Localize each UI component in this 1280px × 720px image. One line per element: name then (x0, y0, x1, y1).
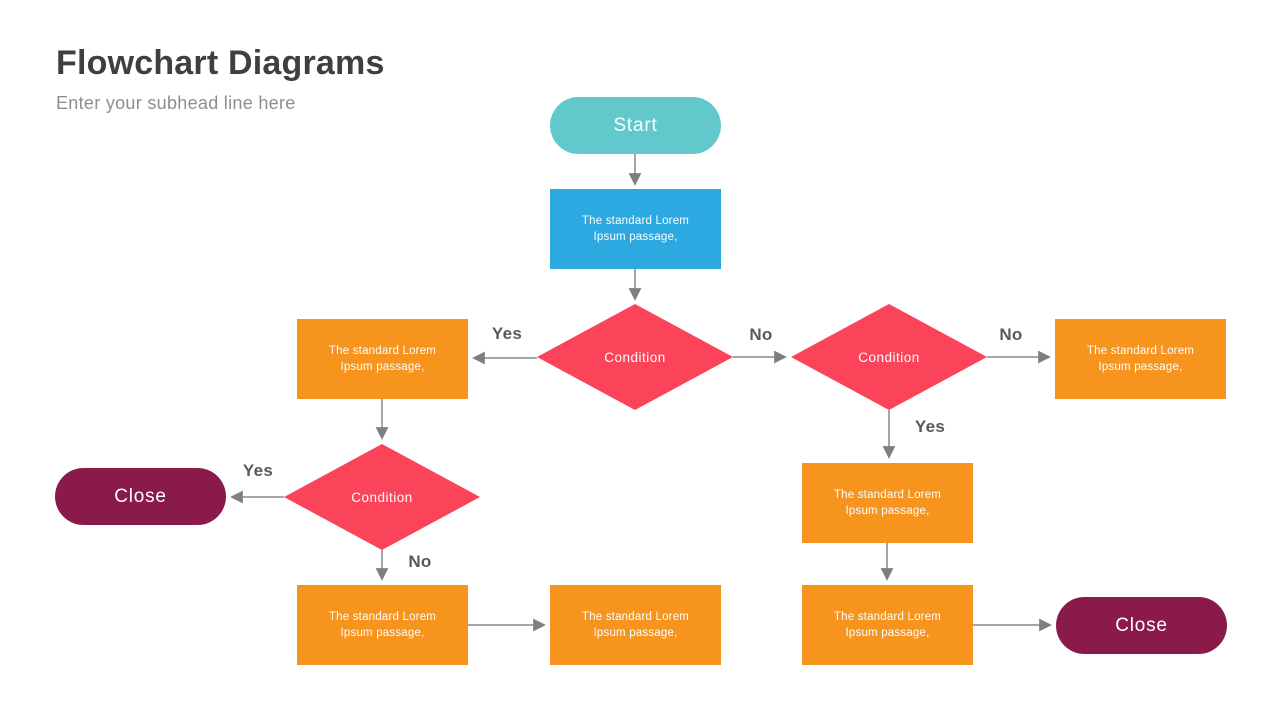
node-process-top: The standard Lorem Ipsum passage, (550, 189, 721, 269)
node-process-mid-right: The standard Lorem Ipsum passage, (802, 463, 973, 543)
node-process-bottom-center: The standard Lorem Ipsum passage, (550, 585, 721, 665)
node-condition-bottom-left: Condition (284, 444, 480, 550)
edge-label-yes-center-left: Yes (491, 324, 523, 343)
node-process-bottom-right: The standard Lorem Ipsum passage, (802, 585, 973, 665)
node-process-left: The standard Lorem Ipsum passage, (297, 319, 468, 399)
edge-label-no-right-far: No (999, 325, 1023, 344)
node-condition-center: Condition (537, 304, 733, 410)
node-condition-right: Condition (791, 304, 987, 410)
edge-label-yes-bottomleft-close: Yes (242, 461, 274, 480)
node-process-far-right: The standard Lorem Ipsum passage, (1055, 319, 1226, 399)
node-close-right: Close (1056, 597, 1227, 654)
edge-label-no-bottomleft-down: No (408, 552, 432, 571)
edge-label-yes-right-down: Yes (914, 417, 946, 436)
page-title: Flowchart Diagrams (56, 44, 385, 82)
node-process-bottom-left: The standard Lorem Ipsum passage, (297, 585, 468, 665)
node-close-left: Close (55, 468, 226, 525)
node-start: Start (550, 97, 721, 154)
edge-label-no-center-right: No (749, 325, 773, 344)
page-subtitle: Enter your subhead line here (56, 93, 296, 113)
